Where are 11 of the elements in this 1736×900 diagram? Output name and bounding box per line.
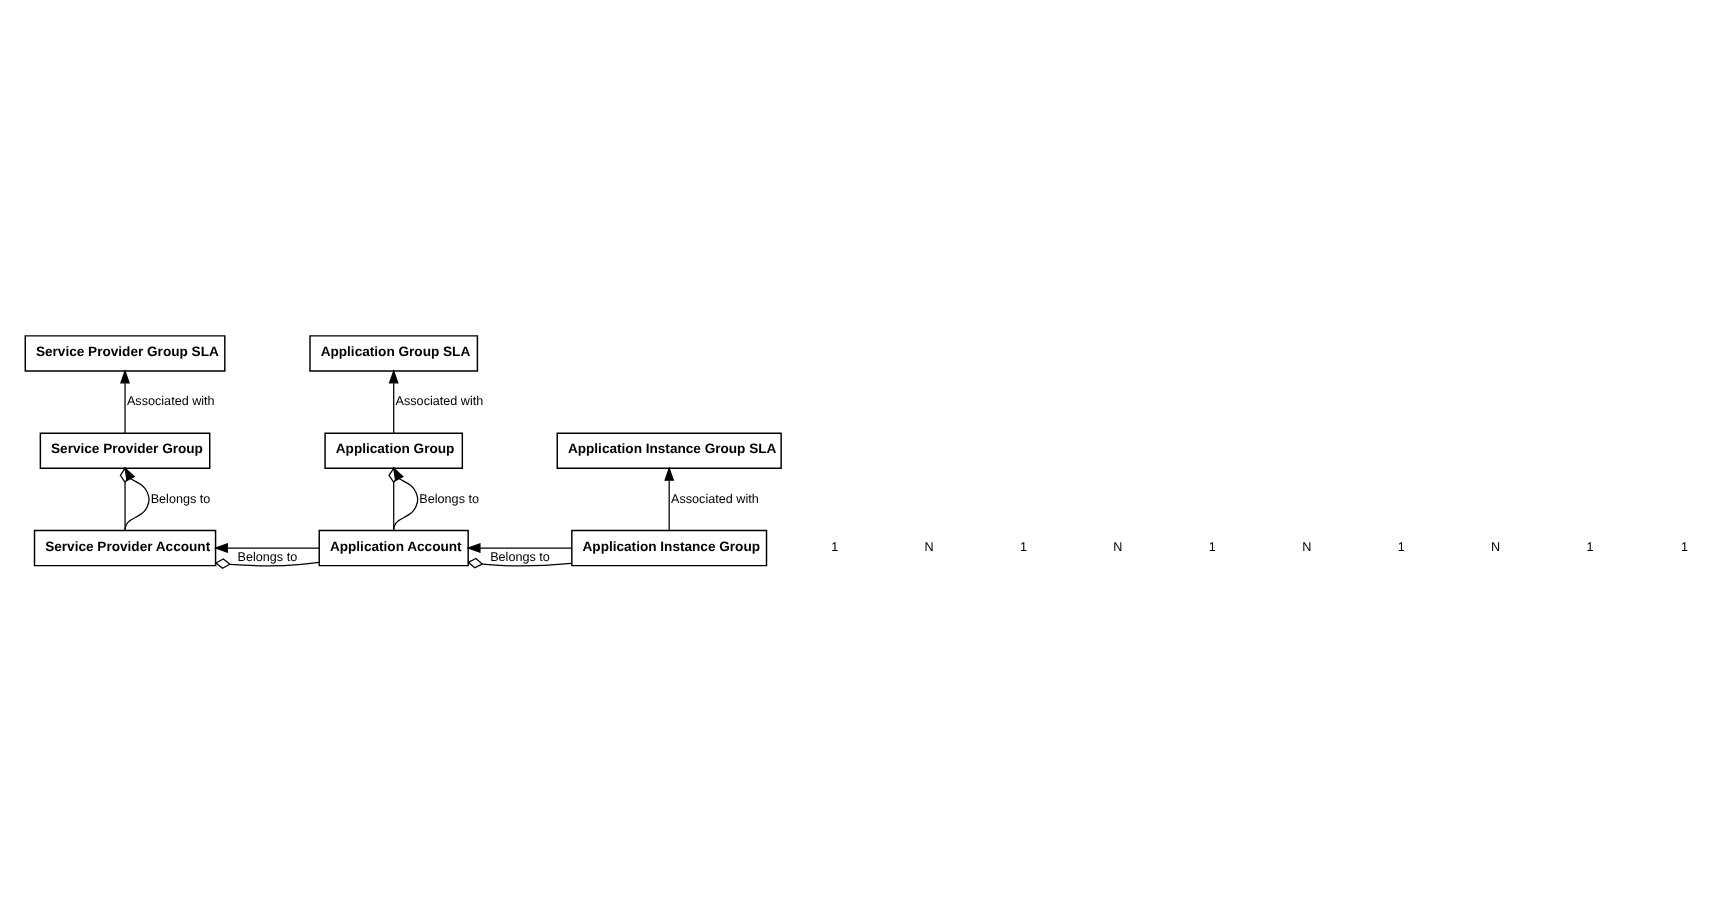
connector: [467, 556, 573, 568]
connector: [119, 466, 131, 531]
arrow: [213, 542, 320, 553]
arrow: [120, 368, 131, 433]
arrow: [664, 465, 675, 531]
connector: [214, 557, 320, 569]
connector: [388, 466, 400, 531]
arrow: [392, 465, 419, 531]
arrow: [466, 542, 573, 553]
arrow: [388, 368, 399, 433]
arrow: [124, 465, 150, 531]
